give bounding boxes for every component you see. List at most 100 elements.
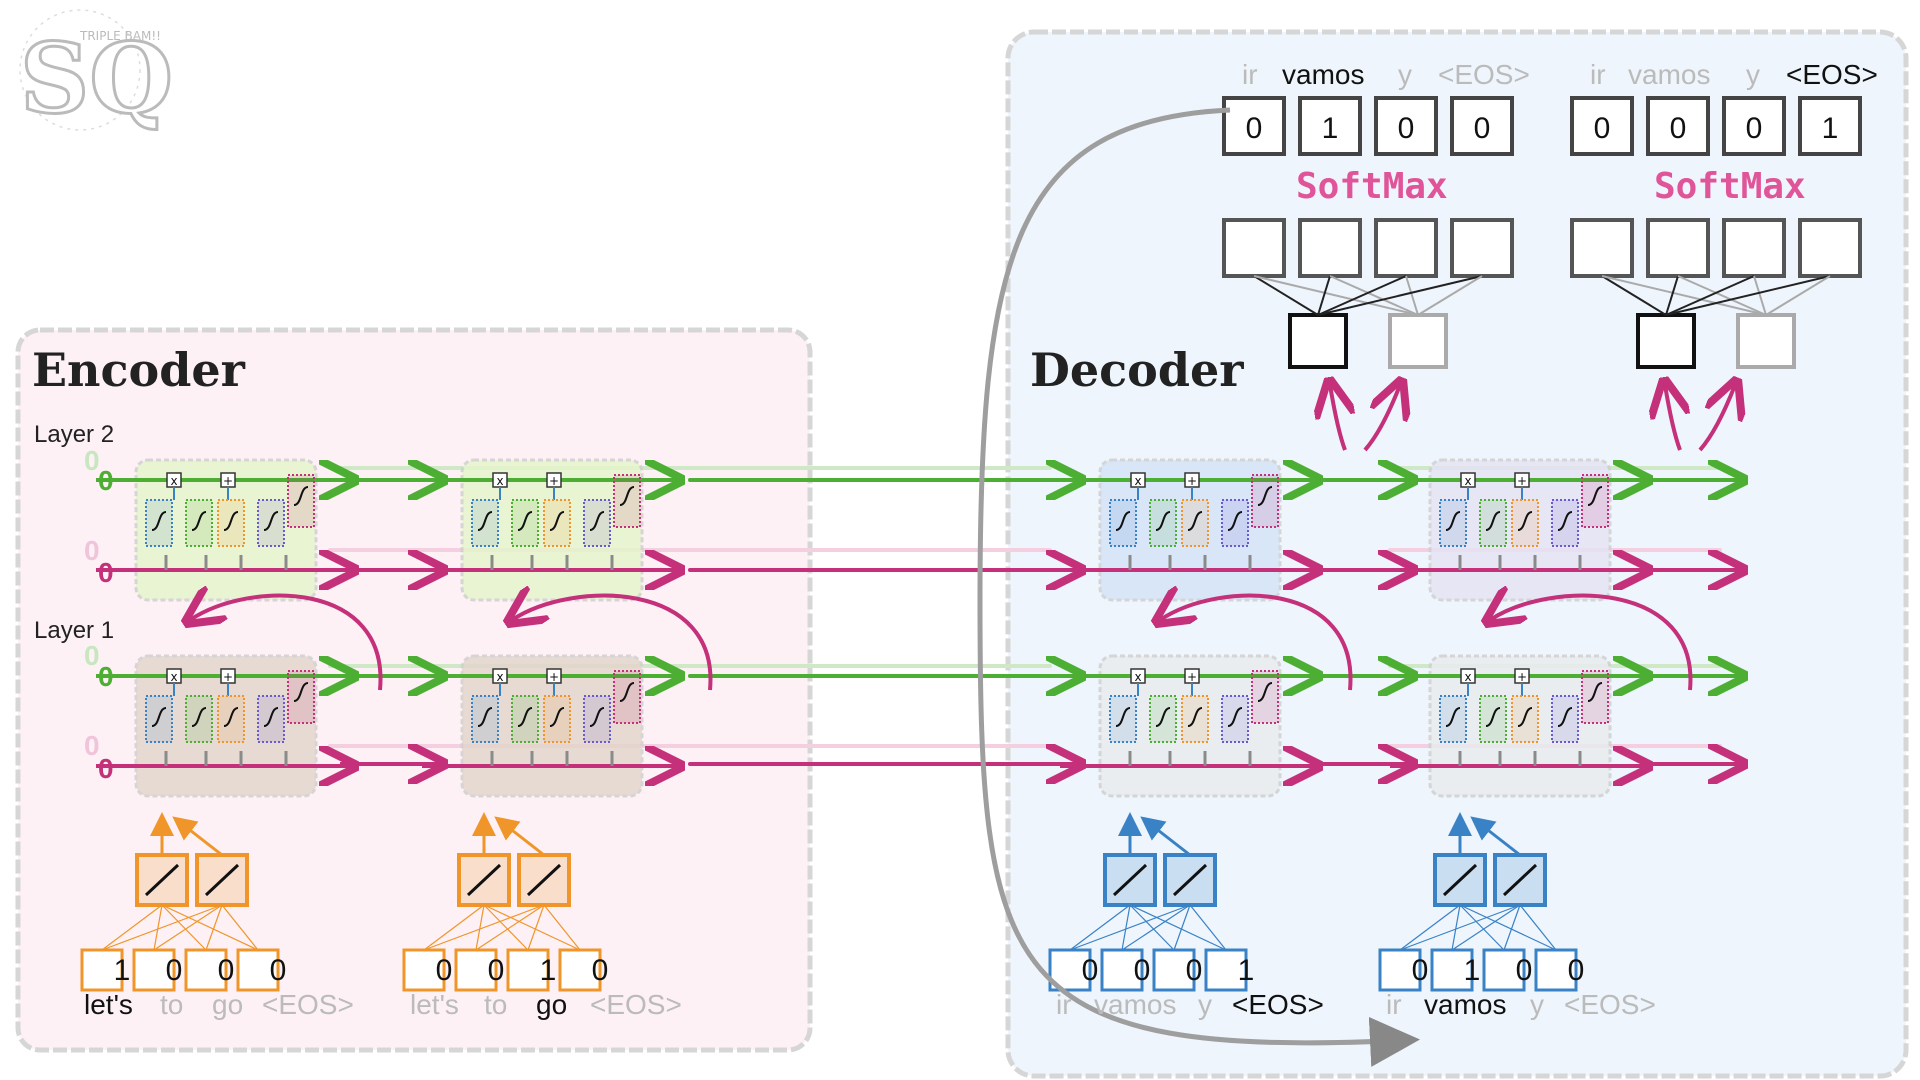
enc2-onehot-3: 0	[592, 954, 609, 987]
dec-l1-unit-2: x+	[1390, 654, 1645, 798]
svg-text:x: x	[170, 474, 177, 488]
onehot-box	[1534, 948, 1578, 992]
svg-text:x: x	[1464, 670, 1471, 684]
dec-embedding-1	[1048, 812, 1248, 992]
out1-token-2: y	[1398, 59, 1412, 90]
mul-op: x	[1460, 668, 1476, 696]
mul-op: x	[166, 668, 182, 696]
onehot-box	[1378, 948, 1422, 992]
enc1-onehot-1: 0	[166, 954, 183, 987]
mul-op: x	[1460, 472, 1476, 500]
out1-onehot-0: 0	[1246, 112, 1263, 145]
dec-l2-unit-2: x+	[1390, 458, 1645, 602]
gate-box	[287, 670, 315, 724]
fc-node	[1722, 218, 1786, 278]
svg-text:+: +	[223, 474, 233, 488]
dec2-token-2: y	[1530, 989, 1544, 1020]
add-op: +	[220, 472, 236, 500]
svg-text:x: x	[1134, 474, 1141, 488]
fc-node	[1450, 218, 1514, 278]
gate-box	[1439, 695, 1467, 743]
onehot-box	[1204, 948, 1248, 992]
decoder-title: Decoder	[1030, 343, 1244, 397]
out2-token-3: <EOS>	[1786, 59, 1878, 90]
output-onehot-box	[1450, 96, 1514, 156]
layer-up-arrow	[1160, 596, 1353, 691]
logo-letters: SQ	[20, 22, 173, 135]
l2-long-term-init: 0	[98, 557, 114, 588]
dec1-token-3: <EOS>	[1232, 989, 1324, 1020]
onehot-box	[1100, 948, 1144, 992]
add-op: +	[1514, 668, 1530, 696]
svg-text:x: x	[496, 670, 503, 684]
add-op: +	[546, 668, 562, 696]
dec2-onehot-3: 0	[1568, 954, 1585, 987]
dec1-onehot-2: 0	[1186, 954, 1203, 987]
gate-box	[471, 499, 499, 547]
hidden-node-active	[1636, 313, 1696, 369]
dec1-token-1: vamos	[1094, 989, 1176, 1020]
out1-token-1: vamos	[1282, 59, 1364, 90]
enc2-token-0: let's	[410, 989, 459, 1020]
logo-tagline: TRIPLE BAM!!	[79, 29, 161, 43]
svg-text:+: +	[549, 670, 559, 684]
svg-text:0: 0	[84, 730, 100, 761]
output-onehot-box	[1374, 96, 1438, 156]
gate-box	[613, 670, 641, 724]
gate-box	[1149, 695, 1177, 743]
out1-onehot-3: 0	[1474, 112, 1491, 145]
mul-op: x	[166, 472, 182, 500]
onehot-box	[80, 948, 124, 992]
fc-node	[1374, 218, 1438, 278]
mul-op: x	[1130, 472, 1146, 500]
onehot-box	[1152, 948, 1196, 992]
onehot-box	[1482, 948, 1526, 992]
onehot-box	[236, 948, 280, 992]
enc2-onehot-2: 1	[540, 954, 557, 987]
enc2-onehot-1: 0	[488, 954, 505, 987]
enc-l1-unit-2: x+	[422, 654, 677, 798]
svg-text:x: x	[170, 670, 177, 684]
dec2-onehot-2: 0	[1516, 954, 1533, 987]
fc-node	[1798, 218, 1862, 278]
gate-box	[257, 695, 285, 743]
gate-box	[1479, 695, 1507, 743]
gate-box	[1221, 695, 1249, 743]
out1-token-3: <EOS>	[1438, 59, 1530, 90]
dec-embedding-2	[1378, 812, 1578, 992]
layer2-label: Layer 2	[34, 421, 114, 448]
gate-box	[185, 695, 213, 743]
out1-token-0: ir	[1242, 59, 1258, 90]
mul-op: x	[1130, 668, 1146, 696]
gate-box	[471, 695, 499, 743]
out2-token-2: y	[1746, 59, 1760, 90]
add-op: +	[1184, 668, 1200, 696]
enc-l2-unit-1: x+	[96, 458, 351, 602]
dec1-onehot-3: 1	[1238, 954, 1255, 987]
svg-text:0: 0	[84, 535, 100, 566]
gate-box	[1479, 499, 1507, 547]
gate-box	[1149, 499, 1177, 547]
softmax-label-1: SoftMax	[1296, 166, 1448, 207]
svg-text:+: +	[223, 670, 233, 684]
dec-l2-unit-1: x+	[1060, 458, 1315, 602]
layer-up-arrow	[190, 596, 383, 691]
add-op: +	[1184, 472, 1200, 500]
out2-onehot-2: 0	[1746, 112, 1763, 145]
output-onehot-box	[1646, 96, 1710, 156]
gate-box	[583, 499, 611, 547]
gate-box	[257, 499, 285, 547]
output-onehot-box	[1298, 96, 1362, 156]
fc-node	[1298, 218, 1362, 278]
output-onehot-box	[1722, 96, 1786, 156]
enc-embedding-1	[80, 812, 280, 992]
dec-output-block-2	[1570, 96, 1862, 369]
svg-text:0: 0	[84, 640, 100, 671]
gate-box	[145, 695, 173, 743]
out1-onehot-2: 0	[1398, 112, 1415, 145]
gate-box	[1511, 499, 1539, 547]
gate-box	[1511, 695, 1539, 743]
dec-output-block-1	[1222, 96, 1514, 369]
dec1-onehot-1: 0	[1134, 954, 1151, 987]
